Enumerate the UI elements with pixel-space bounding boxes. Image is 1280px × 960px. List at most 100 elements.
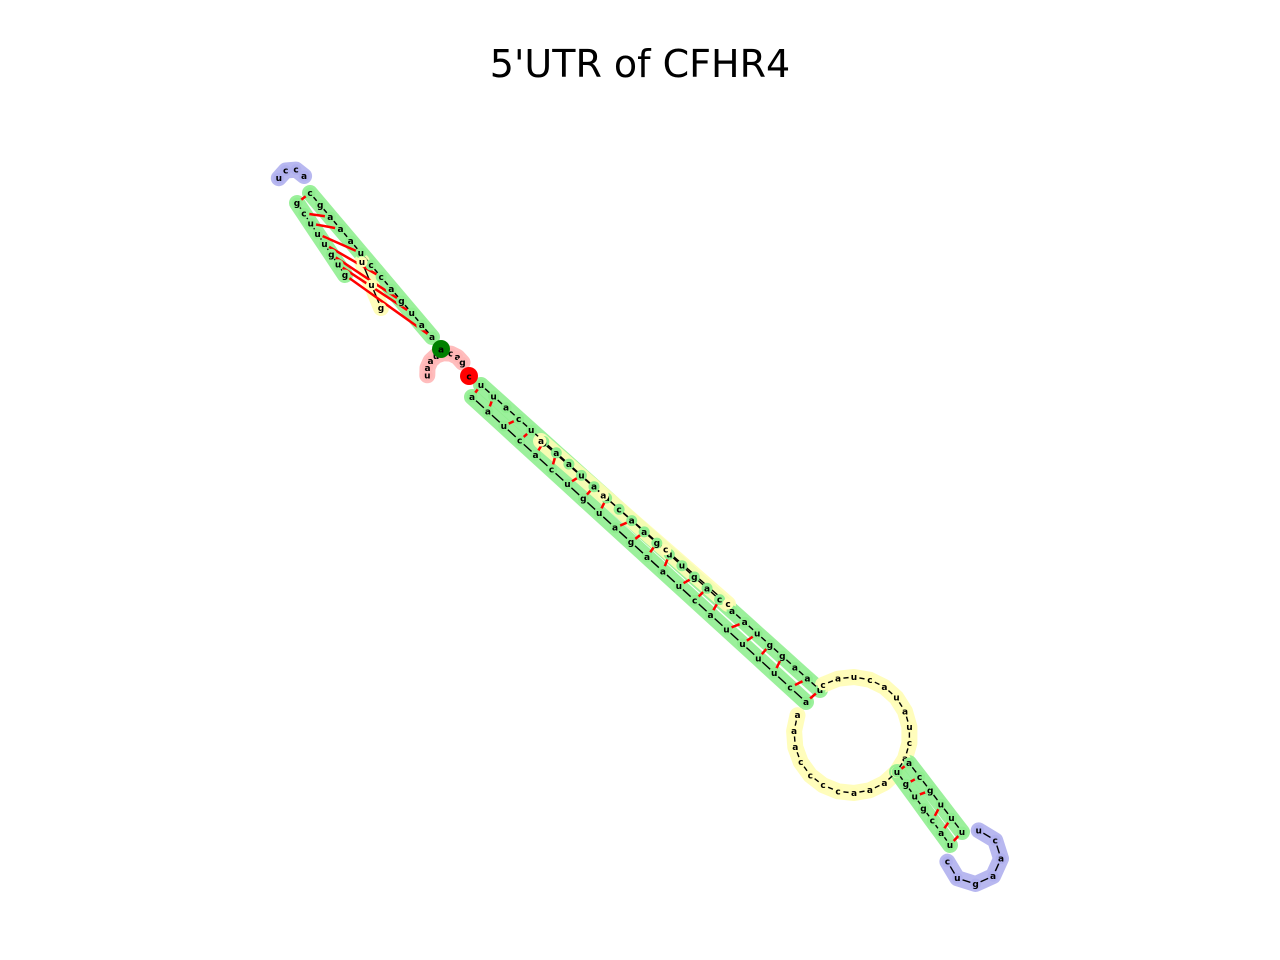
nucleotide-label: g [342, 271, 348, 281]
nucleotide-dot [721, 623, 732, 635]
nucleotide-dot [891, 766, 903, 778]
nucleotide-dot [945, 812, 957, 824]
nucleotide-label: g [317, 201, 323, 211]
nucleotide-label: c [867, 676, 872, 686]
nucleotide-label: u [528, 426, 534, 436]
nucleotide-label: a [428, 357, 434, 367]
nucleotide-dot [304, 187, 316, 199]
nucleotide-dot [944, 839, 956, 851]
nucleotide-label: u [501, 422, 507, 432]
nucleotide-label: u [771, 669, 777, 679]
nucleotide-dot [903, 737, 915, 749]
nucleotide-label: c [808, 771, 813, 781]
nucleotide-label: c [379, 273, 384, 283]
nucleotide-dot [941, 856, 953, 868]
nucleotide-dot [736, 638, 748, 650]
nucleotide-dot [385, 283, 397, 295]
nucleotide-dot [365, 259, 377, 271]
nucleotides: uccagcuuugugcgaaauccaguaauuguaauucagaauc… [273, 164, 1007, 890]
nucleotide-label: a [600, 491, 606, 501]
nucleotide-label: g [294, 199, 300, 209]
nucleotide-label: a [429, 333, 435, 343]
nucleotide-label: a [348, 237, 354, 247]
nucleotide-label: a [704, 584, 710, 594]
nucleotide-label: u [723, 625, 729, 635]
nucleotide-label: a [990, 872, 996, 882]
nucleotide-label: a [538, 437, 544, 447]
nucleotide-dot [314, 199, 326, 211]
nucleotide-dot [339, 269, 351, 281]
nucleotide-dot [878, 681, 890, 693]
nucleotide-label: u [906, 723, 912, 733]
nucleotide-label: c [293, 166, 298, 176]
nucleotide-label: a [803, 698, 809, 708]
nucleotide-label: a [881, 683, 887, 693]
nucleotide-dot [273, 172, 285, 184]
nucleotide-label: a [644, 553, 650, 563]
nucleotide-dot [577, 493, 589, 505]
nucleotide-label: c [301, 209, 306, 219]
nucleotide-dot [832, 785, 844, 797]
nucleotide-label: c [907, 739, 912, 749]
nucleotide-label: u [894, 768, 900, 778]
nucleotide-dot [864, 674, 876, 686]
nucleotide-label: a [792, 663, 798, 673]
nucleotide-dot [406, 307, 418, 319]
nucleotide-label: a [591, 483, 597, 493]
nucleotide-dot [899, 705, 911, 717]
nucleotide-label: c [549, 466, 554, 476]
nucleotide-label: g [972, 880, 978, 890]
nucleotide-dot [660, 544, 672, 556]
nucleotide-dot [500, 402, 512, 414]
nucleotide-label: u [754, 630, 760, 640]
nucleotide-label: g [779, 652, 785, 662]
three-prime-label: c [466, 373, 471, 383]
nucleotide-dot [688, 571, 700, 583]
nucleotide-dot [550, 447, 562, 459]
nucleotide-dot [375, 271, 387, 283]
nucleotide-label: u [893, 694, 899, 704]
nucleotide-dot [396, 295, 407, 307]
nucleotide-dot [909, 790, 921, 802]
nucleotide-label: a [794, 711, 800, 721]
nucleotide-dot [701, 582, 713, 594]
nucleotide-label: c [798, 758, 803, 768]
nucleotide-dot [864, 784, 876, 796]
nucleotide-label: a [424, 364, 430, 374]
nucleotide-dot [795, 756, 807, 768]
nucleotide-label: c [917, 773, 922, 783]
nucleotide-dot [366, 279, 377, 291]
diagram-title: 5'UTR of CFHR4 [489, 42, 791, 86]
nucleotide-label: g [920, 805, 926, 815]
nucleotide-dot [900, 778, 912, 790]
nucleotide-dot [987, 870, 999, 882]
nucleotide-dot [335, 223, 346, 235]
nucleotide-label: a [337, 225, 343, 235]
nucleotide-label: c [516, 415, 521, 425]
nucleotide-label: a [791, 727, 797, 737]
nucleotide-label: u [948, 814, 954, 824]
nucleotide-label: g [691, 573, 697, 583]
nucleotide-dot [513, 413, 525, 425]
nucleotide-label: u [564, 480, 570, 490]
nucleotide-dot [914, 771, 926, 783]
nucleotide-label: a [454, 353, 460, 363]
backbone-middle-stem-right [480, 384, 821, 691]
nucleotide-label: c [993, 836, 998, 846]
nucleotide-label: u [954, 874, 960, 884]
nucleotide-dot [488, 390, 500, 402]
nucleotide-label: a [419, 321, 425, 331]
nucleotide-dot [625, 536, 637, 548]
nucleotide-dot [638, 526, 650, 538]
nucleotide-label: g [398, 297, 404, 307]
nucleotide-dot [970, 878, 982, 890]
nucleotide-dot [514, 435, 526, 447]
nucleotide-dot [593, 507, 605, 519]
nucleotide-label: u [596, 509, 602, 519]
nucleotide-label: a [553, 449, 559, 459]
nucleotide-dot [714, 594, 726, 606]
nucleotide-label: c [283, 167, 288, 177]
nucleotide-label: g [328, 250, 334, 260]
nucleotide-dot [689, 594, 701, 606]
nucleotide-label: g [767, 641, 773, 651]
